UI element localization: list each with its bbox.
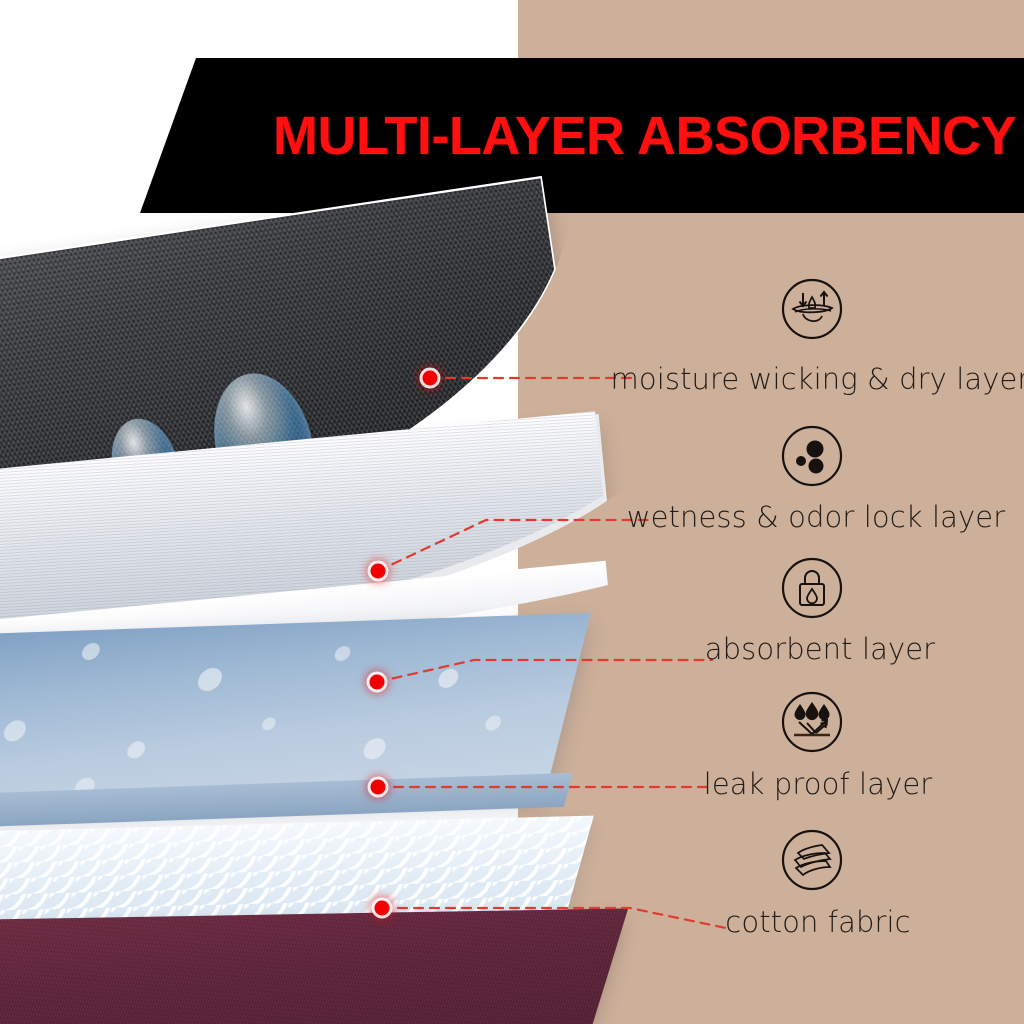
leak-proof-droplets-icon xyxy=(781,691,843,753)
stacked-fabric-sheets-icon xyxy=(781,829,843,891)
layer-marker-dot[interactable] xyxy=(369,674,385,690)
product-layer-stack xyxy=(0,225,700,1024)
feature-label-leak-proof: leak proof layer xyxy=(703,767,933,801)
layer-marker-dot[interactable] xyxy=(370,563,386,579)
layer-marker-dot[interactable] xyxy=(422,370,438,386)
product-layer-maroon-cotton-fabric xyxy=(0,908,629,1024)
lock-with-droplet-icon xyxy=(781,557,843,619)
layer-marker-dot[interactable] xyxy=(370,779,386,795)
layer-marker-dot[interactable] xyxy=(374,900,390,916)
feature-label-moisture-wicking: moisture wicking & dry layer xyxy=(610,362,1024,396)
title-banner-shape xyxy=(140,58,1024,213)
feature-label-absorbent: absorbent layer xyxy=(704,632,936,666)
feature-label-odor-lock: wetness & odor lock layer xyxy=(626,500,1006,534)
fabric-wicking-arrows-icon xyxy=(781,278,843,340)
page-title: MULTI-LAYER ABSORBENCY xyxy=(272,105,1017,166)
three-dots-odor-icon xyxy=(781,425,843,487)
feature-label-cotton-fabric: cotton fabric xyxy=(725,905,911,939)
